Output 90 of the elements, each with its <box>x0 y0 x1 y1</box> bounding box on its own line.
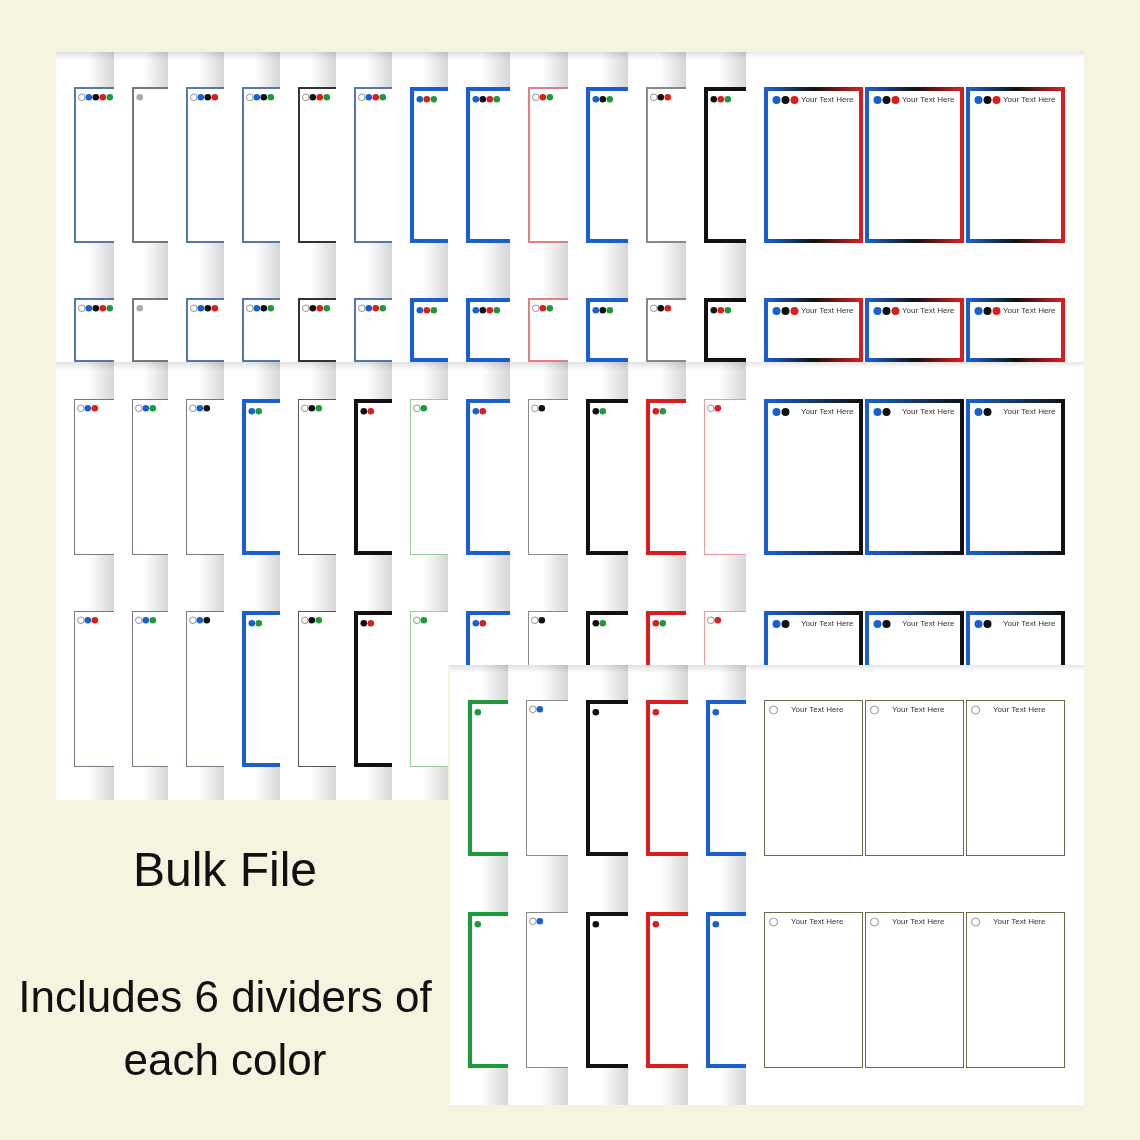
divider-card <box>528 611 568 665</box>
card-title: Your Text Here <box>1003 619 1056 628</box>
divider-card <box>646 298 686 362</box>
divider-card <box>242 611 280 767</box>
divider-card <box>646 700 688 856</box>
divider-card <box>526 700 568 856</box>
divider-card <box>704 611 746 665</box>
divider-card <box>132 298 168 362</box>
card-title: Your Text Here <box>902 306 955 315</box>
divider-card <box>865 399 964 555</box>
divider-card <box>865 912 964 1068</box>
divider-card <box>354 87 392 243</box>
divider-card <box>132 611 168 767</box>
divider-card <box>865 700 964 856</box>
divider-card <box>764 87 863 243</box>
card-title: Your Text Here <box>791 917 844 926</box>
divider-card <box>586 611 628 665</box>
divider-card <box>646 399 686 555</box>
card-title: Your Text Here <box>791 705 844 714</box>
divider-card <box>74 87 114 243</box>
card-title: Your Text Here <box>801 407 854 416</box>
divider-card <box>704 87 746 243</box>
divider-card <box>242 87 280 243</box>
divider-card <box>646 87 686 243</box>
card-title: Your Text Here <box>902 95 955 104</box>
divider-card <box>74 611 114 767</box>
divider-card <box>132 399 168 555</box>
divider-card <box>528 87 568 243</box>
divider-card <box>466 399 510 555</box>
divider-card <box>186 611 224 767</box>
card-title: Your Text Here <box>993 917 1046 926</box>
divider-card <box>764 912 863 1068</box>
divider-card <box>354 399 392 555</box>
divider-card <box>410 399 448 555</box>
card-title: Your Text Here <box>892 705 945 714</box>
divider-card <box>646 611 686 665</box>
divider-card <box>468 912 508 1068</box>
divider-card <box>354 611 392 767</box>
card-title: Your Text Here <box>801 95 854 104</box>
divider-card <box>74 298 114 362</box>
divider-card <box>528 298 568 362</box>
divider-card <box>186 399 224 555</box>
divider-card <box>966 912 1065 1068</box>
divider-card <box>466 611 510 665</box>
divider-card <box>586 700 628 856</box>
divider-card <box>704 298 746 362</box>
divider-card <box>865 87 964 243</box>
card-title: Your Text Here <box>1003 306 1056 315</box>
divider-card <box>586 87 628 243</box>
divider-card <box>298 399 336 555</box>
card-title: Your Text Here <box>902 407 955 416</box>
caption-text: Bulk File <box>131 842 319 898</box>
divider-card <box>410 611 448 767</box>
divider-card <box>242 399 280 555</box>
divider-card <box>74 399 114 555</box>
card-title: Your Text Here <box>801 306 854 315</box>
card-title: Your Text Here <box>993 705 1046 714</box>
divider-card <box>410 298 448 362</box>
divider-card <box>466 298 510 362</box>
divider-card <box>298 298 336 362</box>
divider-card <box>706 700 746 856</box>
divider-card <box>586 399 628 555</box>
divider-card <box>966 700 1065 856</box>
divider-card <box>466 87 510 243</box>
caption-text: Includes 6 dividers of each color <box>17 971 433 1086</box>
divider-card <box>468 700 508 856</box>
card-title: Your Text Here <box>801 619 854 628</box>
card-title: Your Text Here <box>1003 407 1056 416</box>
card-title: Your Text Here <box>902 619 955 628</box>
divider-card <box>966 87 1065 243</box>
divider-card <box>186 87 224 243</box>
divider-card <box>704 399 746 555</box>
card-title: Your Text Here <box>1003 95 1056 104</box>
divider-card <box>706 912 746 1068</box>
divider-card <box>186 298 224 362</box>
divider-card <box>354 298 392 362</box>
divider-card <box>410 87 448 243</box>
divider-card <box>966 399 1065 555</box>
divider-card <box>528 399 568 555</box>
divider-card <box>586 912 628 1068</box>
divider-card <box>764 399 863 555</box>
divider-card <box>586 298 628 362</box>
divider-card <box>764 700 863 856</box>
card-title: Your Text Here <box>892 917 945 926</box>
divider-card <box>298 87 336 243</box>
divider-card <box>526 912 568 1068</box>
divider-card <box>298 611 336 767</box>
divider-card <box>242 298 280 362</box>
divider-card <box>132 87 168 243</box>
divider-card <box>646 912 688 1068</box>
